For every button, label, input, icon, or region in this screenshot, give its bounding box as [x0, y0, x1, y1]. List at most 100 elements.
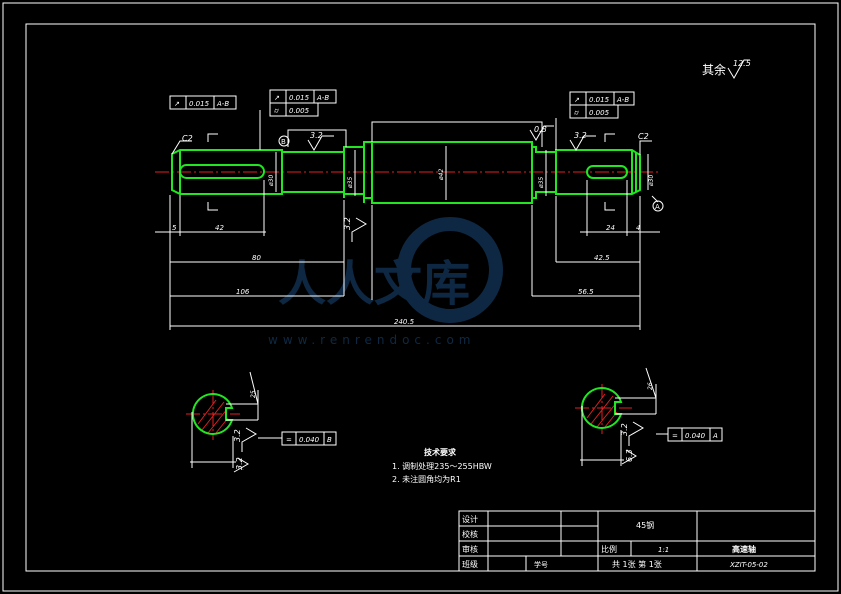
svg-text:6.3: 6.3 — [625, 449, 634, 462]
section-view-left: 25 = 0.040 B — [186, 371, 337, 468]
svg-text:ø42: ø42 — [438, 169, 445, 181]
tolerance-frame-3: ⌭ 0.005 — [269, 102, 319, 117]
svg-text:0.040: 0.040 — [685, 432, 706, 440]
svg-text:ø30: ø30 — [648, 175, 655, 187]
roughness-9: 6.3 — [621, 449, 637, 465]
svg-text:3.2: 3.2 — [574, 131, 587, 140]
tb-drawing-no: XZIT-05-02 — [729, 561, 768, 569]
section-frame-right: = 0.040 A — [656, 427, 723, 442]
section-view-right: 26 = 0.040 A — [575, 367, 723, 466]
svg-text:42.5: 42.5 — [594, 254, 610, 262]
roughness-7: 3.2 — [233, 457, 249, 473]
section-right-outline — [581, 387, 623, 429]
svg-text:3.2: 3.2 — [620, 423, 629, 436]
svg-text:3.2: 3.2 — [310, 131, 323, 140]
notes-item-1: 1. 调制处理235～255HBW — [392, 461, 492, 471]
svg-text:106: 106 — [236, 288, 250, 296]
watermark-url: www.renrendoc.com — [268, 333, 475, 347]
tb-label-review: 审核 — [462, 544, 478, 554]
inner-frame — [25, 23, 816, 572]
roughness-8: 6.3 — [242, 469, 244, 471]
watermark: 人人文库 www.renrendoc.com — [268, 217, 503, 347]
svg-text:0.015: 0.015 — [589, 96, 610, 104]
svg-text:5: 5 — [172, 224, 177, 232]
svg-text:0.015: 0.015 — [289, 94, 310, 102]
tb-scale-label: 比例 — [601, 544, 617, 554]
svg-text:A-B: A-B — [316, 94, 329, 102]
roughness-3: 0.8 — [529, 125, 554, 141]
notes-title: 技术要求 — [424, 447, 457, 457]
tb-label-class: 班级 — [462, 559, 478, 569]
surface-label: 其余 — [702, 62, 726, 77]
tb-scale-value: 1:1 — [658, 546, 669, 554]
svg-text:↗: ↗ — [574, 96, 580, 104]
svg-text:0.005: 0.005 — [589, 109, 610, 117]
svg-text:4: 4 — [636, 224, 640, 232]
roughness-4: 3.2 — [569, 131, 596, 151]
watermark-brand: 人人文库 — [278, 256, 470, 312]
chamfer-left: C2 — [182, 134, 193, 143]
tb-material: 45钢 — [636, 520, 654, 530]
svg-text:240.5: 240.5 — [394, 318, 415, 326]
keyway-depth-left: 25 — [250, 390, 257, 398]
svg-text:↗: ↗ — [174, 100, 180, 108]
tolerance-frames: ↗ 0.015 A-B ↗ 0.015 A-B ⌭ 0.005 ↗ 0.015 … — [169, 89, 635, 119]
surface-roughness-value: 12.5 — [733, 59, 751, 68]
svg-text:0.015: 0.015 — [189, 100, 210, 108]
svg-text:ø35: ø35 — [347, 177, 354, 189]
svg-text:0.005: 0.005 — [289, 107, 310, 115]
tb-label-check: 校核 — [462, 529, 478, 539]
svg-text:A-B: A-B — [216, 100, 229, 108]
svg-text:A-B: A-B — [616, 96, 629, 104]
svg-text:0.8: 0.8 — [534, 125, 547, 134]
section-frame-left: = 0.040 B — [258, 431, 337, 446]
svg-text:6.3: 6.3 — [242, 469, 244, 471]
roughness-6: 3.2 — [620, 421, 644, 446]
svg-text:=: = — [672, 432, 678, 440]
svg-text:3.2: 3.2 — [233, 429, 242, 442]
svg-text:⌭: ⌭ — [574, 109, 579, 117]
svg-text:42: 42 — [215, 224, 224, 232]
diameter-labels: ø30 ø35 ø42 ø35 ø30 — [268, 169, 655, 189]
annotations: C2 C2 B A — [182, 132, 664, 212]
svg-text:=: = — [286, 436, 292, 444]
keyway-left — [179, 164, 265, 179]
title-block: 设计 校核 审核 班级 学号 45钢 比例 1:1 高速轴 共 1张 第 1张 … — [458, 510, 816, 572]
svg-text:B: B — [327, 436, 332, 444]
svg-text:56.5: 56.5 — [578, 288, 594, 296]
svg-text:80: 80 — [252, 254, 261, 262]
tolerance-frame-5: ⌭ 0.005 — [569, 104, 619, 119]
technical-notes: 技术要求 1. 调制处理235～255HBW 2. 未注圆角均为R1 — [392, 447, 492, 484]
dimension-values: 5 42 80 106 240.5 24 4 42.5 56.5 — [172, 224, 640, 326]
roughness-1: 3.2 — [307, 131, 334, 151]
section-left-outline — [192, 393, 234, 435]
keyway-depth-right: 26 — [647, 382, 654, 390]
tb-sheets: 共 1张 第 1张 — [612, 559, 662, 569]
notes-item-2: 2. 未注圆角均为R1 — [392, 474, 461, 484]
roughness-symbols: 3.2 3.2 0.8 3.2 3.2 3.2 3.2 6.3 6.3 — [233, 125, 644, 473]
tolerance-frame-1: ↗ 0.015 A-B — [169, 95, 237, 110]
svg-text:3.2: 3.2 — [235, 457, 244, 470]
roughness-2: 3.2 — [343, 217, 367, 242]
keyway-right — [586, 165, 628, 179]
shaft-main-view — [155, 141, 660, 204]
tolerance-frame-2: ↗ 0.015 A-B — [269, 89, 337, 104]
surface-finish-note: 其余 12.5 — [702, 59, 751, 79]
tb-student-no: 学号 — [534, 560, 548, 569]
datum-b: B — [281, 138, 286, 146]
svg-text:⌭: ⌭ — [274, 107, 279, 115]
tb-label-design: 设计 — [462, 514, 478, 524]
svg-text:24: 24 — [606, 224, 615, 232]
svg-text:3.2: 3.2 — [343, 217, 352, 230]
svg-text:A: A — [712, 432, 718, 440]
tb-part-name: 高速轴 — [732, 544, 756, 554]
svg-text:↗: ↗ — [274, 94, 280, 102]
datum-a: A — [655, 203, 660, 211]
svg-text:ø35: ø35 — [538, 177, 545, 189]
svg-text:ø30: ø30 — [268, 175, 275, 187]
roughness-5: 3.2 — [233, 427, 257, 452]
svg-text:0.040: 0.040 — [299, 436, 320, 444]
chamfer-right: C2 — [638, 132, 649, 141]
